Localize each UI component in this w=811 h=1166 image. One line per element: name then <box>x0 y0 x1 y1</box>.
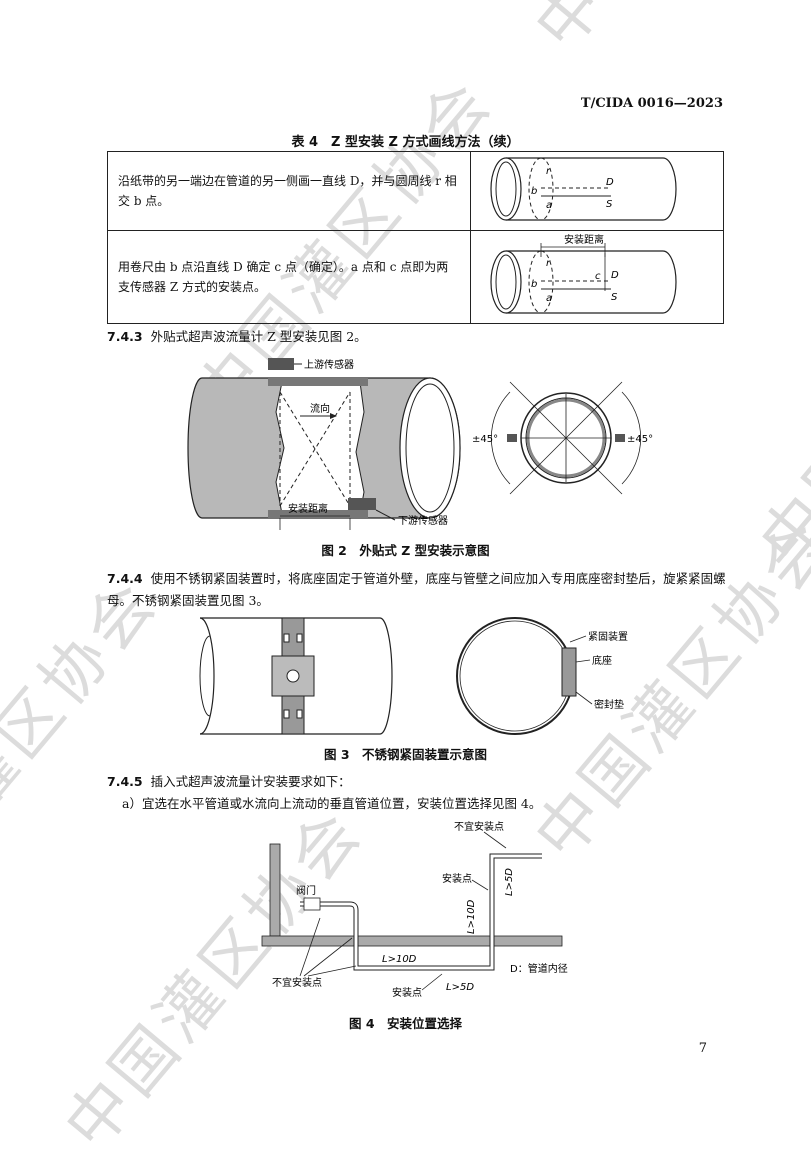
table-cell-figure: r b a D S <box>470 151 724 231</box>
table-cell-figure: 安装距离 r b a c D S <box>470 230 724 324</box>
label-l5d-vertical: L>5D <box>504 868 515 896</box>
figure-4: 阀门 不宜安装点 安装点 L>5D L>10D L>10D D：管道内径 不宜安… <box>261 820 568 999</box>
section-7-4-5-a: a）宜选在水平管道或水流向上流动的垂直管道位置，安装位置选择见图 4。 <box>122 796 542 811</box>
label-l5d-horizontal: L>5D <box>446 982 474 993</box>
standard-number: T/CIDA 0016—2023 <box>580 96 723 111</box>
label-d: D <box>606 177 614 188</box>
label-install-point-horizontal: 安装点 <box>392 986 422 999</box>
downstream-sensor <box>348 498 376 510</box>
label-base: 底座 <box>592 654 612 667</box>
label-clamp: 紧固装置 <box>588 630 628 643</box>
page-number: 7 <box>698 1041 707 1056</box>
figure-2-caption: 图 2 外贴式 Z 型安装示意图 <box>321 543 490 558</box>
label-r: r <box>546 166 551 177</box>
figure-3-caption: 图 3 不锈钢紧固装置示意图 <box>323 747 488 762</box>
watermark: 中国灌区协会 <box>746 209 811 579</box>
label-gasket: 密封垫 <box>594 698 624 711</box>
label-a: a <box>546 293 552 304</box>
label-install-point-vertical: 安装点 <box>442 872 472 885</box>
pipe-line-diagram-2: 安装距离 r b a c D S <box>490 233 677 314</box>
label-d-note: D：管道内径 <box>510 962 568 975</box>
pipe-line-diagram-1: r b a D S <box>490 157 677 221</box>
upstream-sensor <box>268 358 294 370</box>
label-r: r <box>546 258 551 269</box>
figure-3: 紧固装置 底座 密封垫 <box>199 617 628 735</box>
table-cell-text: 沿纸带的另一端边在管道的另一侧画一直线 D，并与圆周线 r 相交 b 点。 <box>107 151 471 231</box>
label-install-distance: 安装距离 <box>288 502 328 515</box>
label-s: S <box>611 292 618 303</box>
label-d: D <box>611 270 619 281</box>
label-a: a <box>546 200 552 211</box>
label-not-suitable-top: 不宜安装点 <box>454 820 504 833</box>
label-c: c <box>595 271 601 282</box>
label-angle-left: ±45° <box>472 434 498 445</box>
label-l10d-vertical: L>10D <box>466 899 477 934</box>
figure-4-caption: 图 4 安装位置选择 <box>348 1016 463 1031</box>
label-flow: 流向 <box>310 402 330 415</box>
table-row: 用卷尺由 b 点沿直线 D 确定 c 点（确定）。a 点和 c 点即为两支传感器… <box>107 230 724 324</box>
table-cell-text: 用卷尺由 b 点沿直线 D 确定 c 点（确定）。a 点和 c 点即为两支传感器… <box>107 230 471 324</box>
label-not-suitable-bottom: 不宜安装点 <box>272 976 322 989</box>
label-angle-right: ±45° <box>627 434 653 445</box>
label-b: b <box>531 186 537 197</box>
label-b: b <box>531 279 537 290</box>
table-4: 沿纸带的另一端边在管道的另一侧画一直线 D，并与圆周线 r 相交 b 点。 r … <box>107 151 724 324</box>
label-upstream-sensor: 上游传感器 <box>304 358 354 371</box>
label-valve: 阀门 <box>296 884 316 897</box>
label-l10d-horizontal: L>10D <box>382 954 417 965</box>
label-s: S <box>606 199 613 210</box>
label-install-distance: 安装距离 <box>564 233 604 246</box>
figure-2: 上游传感器 流向 下游传感器 安装距离 ±45° ±45° <box>187 358 653 530</box>
label-downstream-sensor: 下游传感器 <box>398 514 448 527</box>
table-row: 沿纸带的另一端边在管道的另一侧画一直线 D，并与圆周线 r 相交 b 点。 r … <box>107 151 724 231</box>
table-title: 表 4 Z 型安装 Z 方式画线方法（续） <box>291 135 520 150</box>
watermark: 中国灌区协会 <box>510 0 811 66</box>
